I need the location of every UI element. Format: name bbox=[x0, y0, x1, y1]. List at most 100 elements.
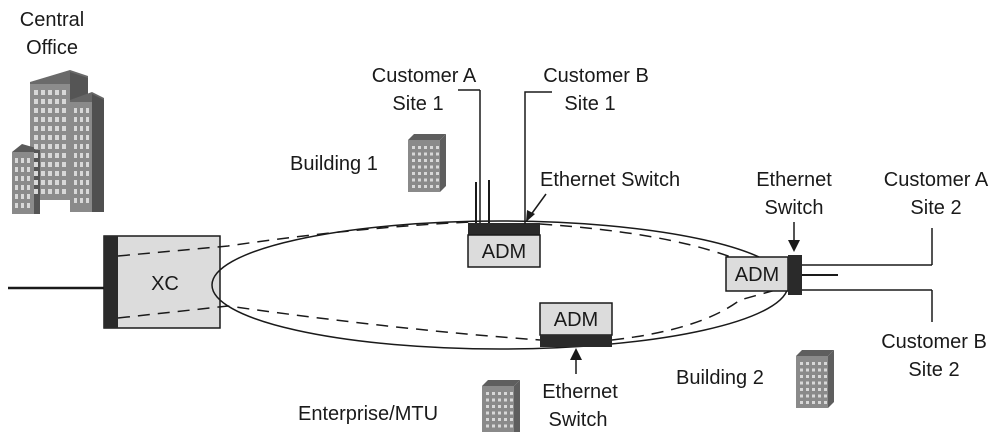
circuit-top-right bbox=[539, 223, 791, 269]
customer-a-site1-label-line1: Customer A bbox=[372, 65, 477, 87]
building-window bbox=[62, 162, 66, 167]
building-window bbox=[34, 99, 38, 104]
building-window bbox=[412, 165, 415, 169]
adm-right-label: ADM bbox=[735, 264, 779, 286]
building-window bbox=[34, 126, 38, 131]
building-window bbox=[80, 171, 83, 176]
building-window bbox=[55, 117, 59, 122]
building-window bbox=[21, 185, 24, 190]
building-window bbox=[510, 424, 513, 428]
building-window bbox=[510, 411, 513, 415]
building-window bbox=[48, 189, 52, 194]
building-window bbox=[86, 117, 89, 122]
customer-a-site1-label-line2: Site 1 bbox=[392, 93, 443, 115]
building-window bbox=[800, 401, 803, 404]
building-window bbox=[424, 165, 427, 169]
building-window bbox=[812, 381, 815, 385]
building-window bbox=[418, 152, 421, 156]
building-window bbox=[818, 368, 821, 372]
building-window bbox=[498, 405, 501, 408]
building-window bbox=[27, 203, 30, 208]
building-window bbox=[80, 108, 83, 113]
building-window bbox=[812, 362, 815, 365]
customer-b-site1-label-line2: Site 1 bbox=[564, 93, 615, 115]
building-window bbox=[806, 375, 809, 378]
building-window bbox=[15, 158, 18, 163]
building-window bbox=[418, 165, 421, 169]
building-window bbox=[486, 411, 489, 415]
building-window bbox=[62, 99, 66, 104]
building-window bbox=[430, 172, 433, 175]
customer-b-site2-label-line1: Customer B bbox=[881, 331, 987, 353]
building-window bbox=[80, 180, 83, 185]
building-window bbox=[34, 180, 38, 185]
adm-bottom-label: ADM bbox=[554, 309, 598, 331]
eth-switch-bottom-bar bbox=[540, 335, 612, 347]
central-office-icon bbox=[12, 70, 104, 214]
building-window bbox=[55, 90, 59, 95]
virtual-circuits bbox=[117, 221, 791, 341]
building-window bbox=[41, 171, 45, 176]
building-window bbox=[62, 144, 66, 149]
building-window bbox=[80, 135, 83, 140]
building-window bbox=[74, 180, 77, 185]
central-office-label-line1: Central bbox=[20, 9, 84, 31]
building-window bbox=[412, 152, 415, 156]
building-window bbox=[430, 159, 433, 162]
building-window bbox=[504, 392, 507, 395]
building-window bbox=[34, 162, 38, 167]
building-window bbox=[418, 178, 421, 182]
building-window bbox=[86, 135, 89, 140]
building-window bbox=[498, 418, 501, 421]
building-window bbox=[412, 172, 415, 175]
building-window bbox=[818, 381, 821, 385]
building-window bbox=[80, 117, 83, 122]
building-window bbox=[86, 171, 89, 176]
enterprise-mtu-label: Enterprise/MTU bbox=[298, 403, 438, 425]
building-window bbox=[21, 203, 24, 208]
building-window bbox=[424, 178, 427, 182]
building-window bbox=[498, 424, 501, 428]
building-window bbox=[34, 171, 38, 176]
building-window bbox=[86, 153, 89, 158]
building-window bbox=[824, 381, 827, 385]
building-window bbox=[424, 172, 427, 175]
central-office-label-line2: Office bbox=[26, 37, 78, 59]
building-window bbox=[86, 198, 89, 203]
building-window bbox=[21, 158, 24, 163]
building-window bbox=[812, 368, 815, 372]
building-window bbox=[80, 162, 83, 167]
building-window bbox=[74, 126, 77, 131]
building-window bbox=[27, 158, 30, 163]
building-window bbox=[824, 401, 827, 404]
building-window bbox=[41, 135, 45, 140]
building-window bbox=[818, 401, 821, 404]
building-window bbox=[48, 99, 52, 104]
building-window bbox=[436, 165, 439, 169]
building-window bbox=[74, 162, 77, 167]
building-window bbox=[492, 411, 495, 415]
eth-switch-bottom-label-line1: Ethernet bbox=[542, 381, 618, 403]
building-window bbox=[41, 180, 45, 185]
building1-icon bbox=[408, 134, 446, 192]
building-window bbox=[510, 392, 513, 395]
building-window bbox=[806, 394, 809, 398]
building-window bbox=[824, 388, 827, 391]
building-window bbox=[41, 90, 45, 95]
building-window bbox=[486, 418, 489, 421]
building-window bbox=[818, 375, 821, 378]
building-window bbox=[41, 126, 45, 131]
building-window bbox=[86, 126, 89, 131]
building-window bbox=[41, 144, 45, 149]
building-window bbox=[41, 153, 45, 158]
building-window bbox=[55, 180, 59, 185]
building-window bbox=[510, 418, 513, 421]
building-window bbox=[34, 90, 38, 95]
building-window bbox=[62, 90, 66, 95]
building-window bbox=[62, 171, 66, 176]
building-window bbox=[486, 392, 489, 395]
building-window bbox=[48, 108, 52, 113]
eth-switch-bottom-arrow-head bbox=[570, 348, 582, 360]
customer-a-site2-label-line2: Site 2 bbox=[910, 197, 961, 219]
